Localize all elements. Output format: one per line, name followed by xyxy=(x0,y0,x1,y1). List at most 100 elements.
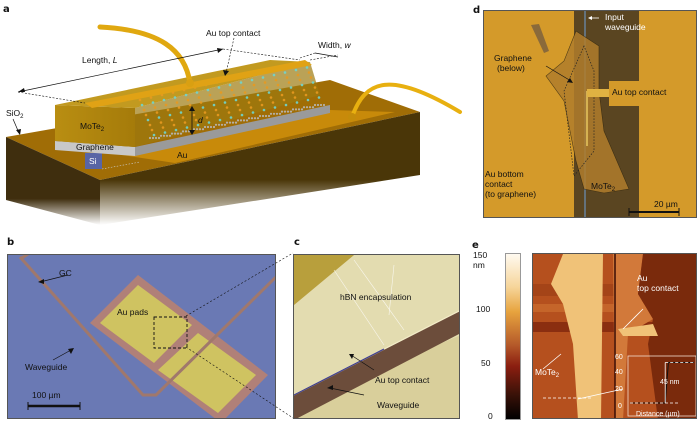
label-graphene-a: Graphene xyxy=(76,142,114,152)
mote2-front xyxy=(55,105,135,147)
lattice-atom xyxy=(166,108,170,112)
colorbar-tick-150: 150 xyxy=(473,250,488,260)
lattice-atom xyxy=(265,86,269,89)
lattice-atom xyxy=(217,86,221,89)
graphene-atom xyxy=(308,106,312,109)
lattice-atom xyxy=(185,126,189,129)
lattice-atom xyxy=(173,96,177,99)
lattice-atom xyxy=(273,106,277,109)
panel-e-afm-image xyxy=(532,253,697,419)
graphene-atom xyxy=(225,121,229,124)
graphene-atom xyxy=(300,108,304,111)
label-hbn: hBN encapsulation xyxy=(340,292,412,302)
label-si: Si xyxy=(89,156,97,166)
panel-a-device-schematic xyxy=(6,24,462,225)
colorbar-tick-100: 100 xyxy=(476,304,491,314)
lattice-atom xyxy=(175,101,179,104)
graphene-atom xyxy=(289,110,293,113)
graphene-atom xyxy=(179,132,183,135)
substrate-side xyxy=(100,112,420,225)
label-mote2-d-sub: 2 xyxy=(611,187,616,193)
panel-a-label: a xyxy=(3,4,10,15)
graphene-atom xyxy=(264,114,268,118)
zoom-box xyxy=(153,316,188,349)
label-waveguide-b: Waveguide xyxy=(25,362,68,372)
width-arrow xyxy=(314,52,339,58)
label-mote2-d-text: MoTe xyxy=(591,181,612,191)
graphene-atom xyxy=(223,123,227,126)
label-graphene-d-1: Graphene xyxy=(494,53,532,63)
graphene-layer xyxy=(55,141,135,156)
lattice-atom xyxy=(315,91,319,94)
graphene-atom xyxy=(212,125,216,129)
lattice-atom xyxy=(267,91,271,94)
label-d: d xyxy=(198,115,203,125)
label-width-text: Width, xyxy=(318,40,345,50)
label-au-a: Au xyxy=(177,150,188,160)
label-graphene-d-2: (below) xyxy=(497,63,525,73)
graphene-atom xyxy=(269,112,273,115)
lattice-atom xyxy=(150,128,154,132)
label-mote2-e: MoTe2 xyxy=(535,367,559,381)
graphene-atom xyxy=(198,128,202,131)
lattice-atom xyxy=(291,91,295,94)
bond-wire-1 xyxy=(97,24,193,86)
graphene-atom xyxy=(228,121,232,124)
graphene-atom xyxy=(239,119,243,122)
lattice-atom xyxy=(293,96,297,99)
graphene-atom xyxy=(294,108,298,111)
graphene-atom xyxy=(231,121,235,124)
panel-c-sem-image xyxy=(293,254,460,419)
lattice-atom xyxy=(219,91,223,94)
lattice-atom xyxy=(283,71,287,74)
graphene-atom xyxy=(236,119,240,122)
graphene-atom xyxy=(280,110,284,113)
label-gc: GC xyxy=(59,268,72,278)
graphene-atom xyxy=(206,125,210,129)
lattice-atom xyxy=(305,66,309,69)
graphene-atom xyxy=(247,117,251,120)
label-mote2-e-sub: 2 xyxy=(555,373,560,379)
inset-ytick-40: 40 xyxy=(615,369,623,376)
lattice-atom xyxy=(199,101,203,104)
graphene-atom xyxy=(322,103,326,107)
lattice-atom xyxy=(218,118,222,122)
graphene-atom xyxy=(250,117,254,120)
si-block xyxy=(85,153,102,169)
lattice-atom xyxy=(238,108,242,112)
lattice-atom xyxy=(195,91,199,94)
lattice-atom xyxy=(228,83,232,87)
lattice-atom xyxy=(194,118,198,122)
panel-d-optical-image xyxy=(483,10,697,218)
inset-xlabel: Distance (µm) xyxy=(636,411,680,418)
label-mote2-a-text: MoTe xyxy=(80,121,101,131)
label-length-symbol: L xyxy=(112,55,118,65)
graphene-atom xyxy=(291,108,295,111)
lattice-atom xyxy=(252,83,256,87)
lattice-atom xyxy=(153,106,157,109)
lattice-atom xyxy=(163,131,167,134)
label-mote2-a: MoTe2 xyxy=(80,121,104,135)
lattice-atom xyxy=(168,113,172,117)
graphene-atom xyxy=(220,123,224,126)
lattice-atom xyxy=(256,93,260,97)
graphene-atom xyxy=(176,132,180,135)
graphene-atom xyxy=(201,128,205,131)
label-length-text: Length, xyxy=(82,55,113,65)
lattice-atom xyxy=(155,111,159,114)
mote2-region xyxy=(551,254,603,418)
colorbar-tick-0: 0 xyxy=(488,411,493,421)
inset-ytick-20: 20 xyxy=(615,386,623,393)
lattice-atom xyxy=(151,101,155,104)
lattice-atom xyxy=(234,98,238,102)
lattice-atom xyxy=(285,76,289,79)
lattice-atom xyxy=(300,83,304,87)
lattice-atom xyxy=(205,116,209,119)
graphene-atom xyxy=(313,103,317,107)
label-au-pads: Au pads xyxy=(117,307,149,317)
panel-b-label: b xyxy=(7,237,15,248)
lattice-atom xyxy=(229,116,233,119)
lattice-atom xyxy=(144,113,148,117)
graphene-atom xyxy=(209,125,213,129)
